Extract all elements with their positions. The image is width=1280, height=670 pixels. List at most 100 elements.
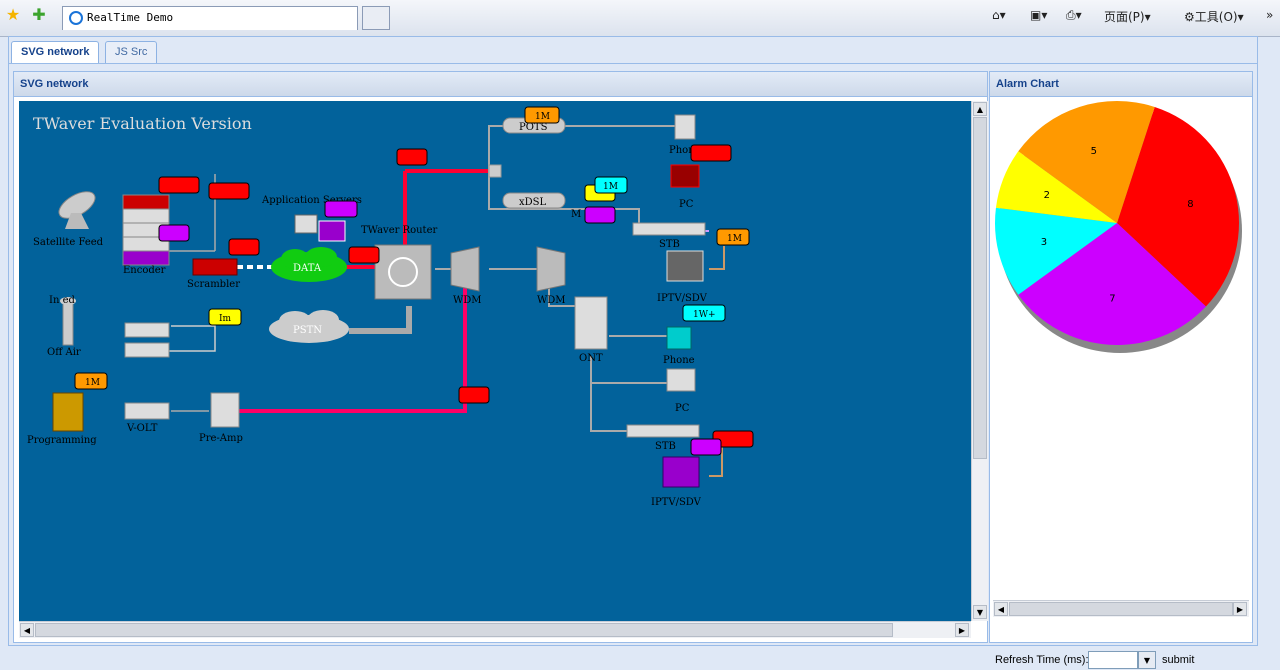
refresh-dropdown-button[interactable]: ▼ (1138, 651, 1156, 669)
scroll-left-button[interactable]: ◀ (20, 623, 34, 637)
app-servers-node[interactable]: Application Servers (261, 195, 362, 242)
home-icon[interactable]: ⌂▾ (992, 8, 1006, 22)
submit-button[interactable]: submit (1162, 654, 1195, 666)
pstn-cloud-node[interactable]: PSTN (269, 310, 349, 343)
alarm-chart-title: Alarm Chart (990, 72, 1252, 97)
satellite-node[interactable]: Satellite Feed (33, 186, 104, 248)
network-canvas[interactable]: TWaver Evaluation Version Satellite Feed… (19, 101, 971, 621)
alarm-tag-programming-text: 1M (85, 378, 100, 388)
mid-label: M (571, 209, 581, 220)
chart-scroll-right-button[interactable]: ▶ (1233, 602, 1247, 616)
scroll-down-button[interactable]: ▼ (973, 605, 987, 619)
pie-slice-2[interactable] (995, 207, 1117, 295)
data-cloud-label: DATA (293, 263, 322, 274)
alarm-tag-pots[interactable]: 1M (524, 106, 560, 124)
network-panel: SVG network (13, 71, 988, 643)
add-favorites-icon[interactable]: ✚ (32, 5, 46, 24)
phone-top-label: Phon (669, 145, 695, 156)
pie-slice-label-0: 8 (1187, 199, 1193, 210)
pie-slice-4[interactable] (1018, 101, 1155, 223)
phone2-node[interactable]: Phone (663, 326, 695, 366)
scroll-up-button[interactable]: ▲ (973, 102, 987, 116)
pstn-cloud-label: PSTN (293, 325, 322, 336)
wdm2-node[interactable]: WDM (536, 246, 566, 306)
tab-strip: SVG network JS Src (9, 37, 1257, 64)
preamp-node[interactable]: Pre-Amp (199, 392, 243, 444)
encoder-node[interactable]: Encoder (122, 194, 170, 276)
scrambler-node[interactable]: Scrambler (187, 258, 240, 290)
alarm-tag-pots-text: 1M (535, 112, 550, 122)
network-vertical-scrollbar[interactable]: ▲ ▼ (971, 101, 988, 621)
data-cloud-node[interactable]: DATA (271, 247, 347, 282)
xdsl-label: xDSL (519, 197, 547, 208)
satellite-label: Satellite Feed (33, 237, 104, 248)
scroll-right-button[interactable]: ▶ (955, 623, 969, 637)
browser-tab-active[interactable]: RealTime Demo (62, 6, 358, 30)
tab-svg-network[interactable]: SVG network (11, 41, 100, 63)
browser-tab-title: RealTime Demo (87, 11, 174, 24)
app-servers-label: Application Servers (261, 195, 362, 206)
pie-slice-label-1: 7 (1109, 293, 1115, 304)
ont-node[interactable]: ONT (574, 296, 608, 364)
stb2-node[interactable]: STB (626, 424, 700, 452)
alarm-tag-phone-pc[interactable]: 1M (594, 176, 628, 194)
iptv2-node[interactable]: IPTV/SDV (651, 456, 702, 508)
alarm-tag-programming[interactable]: 1M (74, 372, 108, 390)
scrambler-label: Scrambler (187, 279, 240, 290)
horizontal-scroll-thumb[interactable] (35, 623, 893, 637)
pie-slice-1[interactable] (1018, 223, 1206, 345)
off-air-top-label: In ed (49, 295, 75, 306)
tab-js-src[interactable]: JS Src (105, 41, 158, 63)
tools-menu[interactable]: ⚙工具(O)▾ (1184, 10, 1244, 24)
router-node[interactable]: TWaver Router (361, 225, 437, 300)
router-label: TWaver Router (361, 225, 437, 236)
phone-top-node[interactable]: Phon (669, 114, 696, 156)
stb-top-node[interactable]: STB (632, 222, 706, 250)
pie-slice-0[interactable] (1117, 106, 1239, 307)
alarm-tag-stb-top[interactable]: 1M (716, 228, 750, 246)
programming-node[interactable]: Programming (27, 392, 97, 446)
vertical-scroll-thumb[interactable] (973, 117, 987, 459)
xdsl-node[interactable]: xDSL (502, 192, 566, 209)
chart-scroll-thumb[interactable] (1009, 602, 1233, 616)
pc2-node[interactable]: PC (666, 368, 696, 414)
off-air-rack-node[interactable] (124, 322, 170, 358)
refresh-time-input[interactable] (1088, 651, 1138, 669)
pc-top-label: PC (679, 199, 694, 210)
print-icon[interactable]: ⎙▾ (1066, 8, 1082, 22)
chart-horizontal-scrollbar[interactable]: ◀ ▶ (993, 600, 1249, 617)
main-tab-panel: SVG network JS Src SVG network (8, 36, 1258, 669)
ont-label: ONT (579, 353, 603, 364)
pc2-label: PC (675, 403, 690, 414)
pc-top-node[interactable]: PC (670, 164, 700, 210)
off-air-label: Off Air (47, 347, 81, 358)
alarm-tag-off-air-text: Im (219, 314, 232, 324)
volt-node[interactable]: V-OLT (124, 402, 170, 434)
phone2-label: Phone (663, 355, 695, 366)
network-horizontal-scrollbar[interactable]: ◀ ▶ (19, 621, 971, 638)
refresh-time-label: Refresh Time (ms): (995, 654, 1089, 666)
page-menu[interactable]: 页面(P)▾ (1104, 10, 1151, 24)
pie-slice-3[interactable] (995, 151, 1117, 223)
page-menu-label: 页面(P) (1104, 10, 1145, 24)
pots-label: POTS (519, 122, 548, 133)
favorites-star-icon[interactable]: ★ (5, 5, 21, 24)
alarm-tag-off-air[interactable]: Im (208, 308, 242, 326)
network-diagram: TWaver Evaluation Version Satellite Feed… (27, 106, 754, 508)
network-panel-title: SVG network (14, 72, 987, 97)
alarm-balloons (158, 144, 754, 456)
pie-slice-label-4: 5 (1091, 146, 1097, 157)
chart-scroll-left-button[interactable]: ◀ (994, 602, 1008, 616)
off-air-node[interactable]: In ed Off Air (47, 295, 81, 358)
wdm1-node[interactable]: WDM (450, 246, 482, 306)
iptv-top-node[interactable]: IPTV/SDV (657, 250, 708, 304)
rss-feed-icon[interactable]: ▣▾ (1030, 8, 1048, 22)
wdm2-label: WDM (537, 295, 566, 306)
volt-label: V-OLT (126, 423, 158, 434)
pie-slice-label-2: 3 (1041, 237, 1047, 248)
wdm1-label: WDM (453, 295, 482, 306)
new-tab-button[interactable] (362, 6, 390, 30)
toolbar-overflow-icon[interactable]: » (1266, 8, 1274, 22)
alarm-tag-phone2[interactable]: 1W+ (682, 304, 726, 322)
